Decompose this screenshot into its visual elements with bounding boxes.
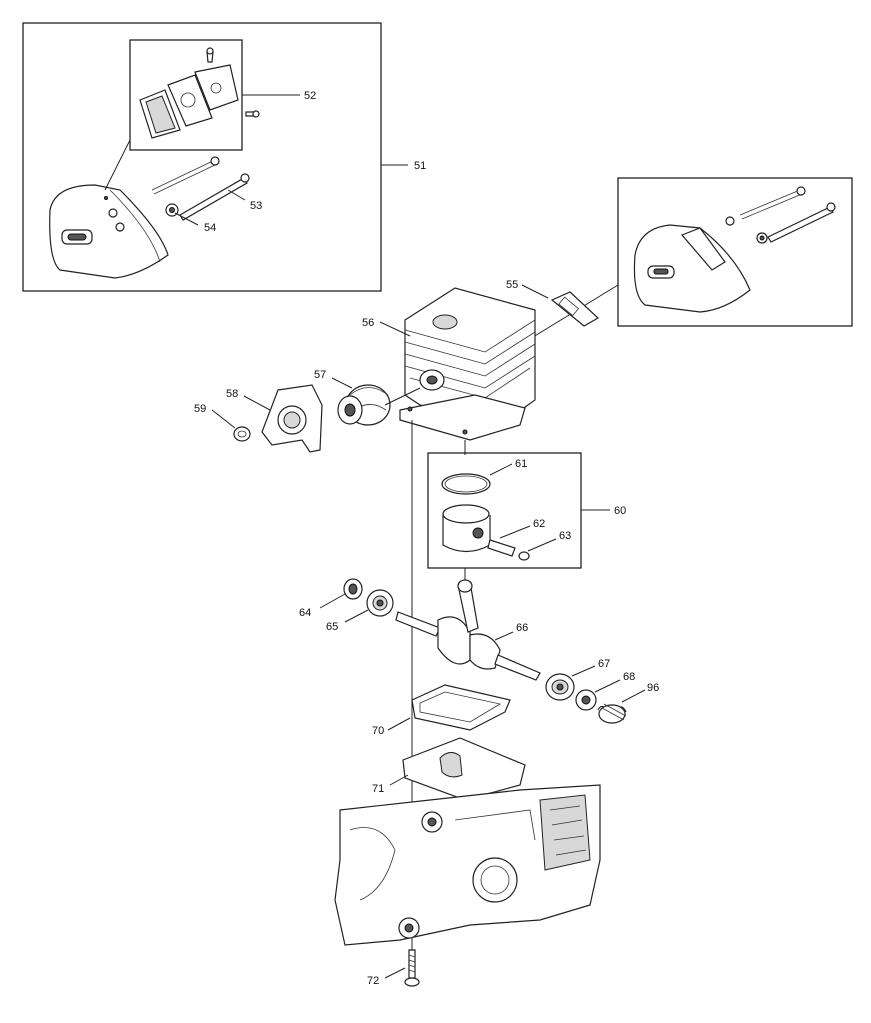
callout-72: 72 (367, 975, 379, 987)
needle-bearing-part: 64 (299, 578, 363, 619)
callout-52: 52 (304, 90, 316, 102)
callout-59: 59 (194, 403, 206, 415)
callout-58: 58 (226, 388, 238, 400)
callout-53: 53 (250, 200, 262, 212)
muffler-bolt-part (151, 156, 250, 221)
muffler-body-part (49, 184, 169, 279)
callout-70: 70 (372, 725, 384, 737)
clip-part: 59 (194, 403, 251, 442)
callout-54: 54 (204, 222, 216, 234)
callout-63: 63 (559, 530, 571, 542)
crankshaft-part: 66 (395, 579, 541, 681)
callout-96: 96 (647, 682, 659, 694)
callout-56: 56 (362, 317, 374, 329)
callout-55: 55 (506, 279, 518, 291)
intake-bracket-part: 58 (226, 384, 323, 453)
callout-62: 62 (533, 518, 545, 530)
muffler-assembly-frame (22, 22, 382, 292)
right-ball-bearing-part: 67 (545, 658, 610, 701)
callout-71: 71 (372, 783, 384, 795)
crankcase-housing-part (334, 784, 601, 946)
callout-67: 67 (598, 658, 610, 670)
ball-bearing-part: 65 (326, 589, 394, 633)
crankcase-gasket-part: 70 (372, 684, 511, 737)
callout-57: 57 (314, 369, 326, 381)
alternate-muffler-frame (617, 177, 853, 327)
spring-part: 96 (597, 682, 659, 724)
callout-68: 68 (623, 671, 635, 683)
cylinder-part: 56 (362, 287, 536, 441)
muffler-plates-part (139, 47, 260, 139)
piston-assembly-group: 61 62 63 60 (427, 452, 626, 569)
gasket-part: 55 (506, 279, 600, 327)
callout-61: 61 (515, 458, 527, 470)
callout-66: 66 (516, 622, 528, 634)
washer-part (165, 203, 179, 217)
callout-64: 64 (299, 607, 311, 619)
alternate-muffler-group (519, 177, 853, 346)
crankcase-half-part: 71 (372, 737, 526, 801)
crankcase-bolt-part: 72 (367, 949, 420, 987)
callout-51: 51 (414, 160, 426, 172)
oil-seal-part: 68 (575, 671, 635, 711)
muffler-assembly-group: 52 51 53 54 (22, 22, 426, 292)
callout-60: 60 (614, 505, 626, 517)
callout-65: 65 (326, 621, 338, 633)
intake-boot-part: 57 (314, 369, 421, 426)
